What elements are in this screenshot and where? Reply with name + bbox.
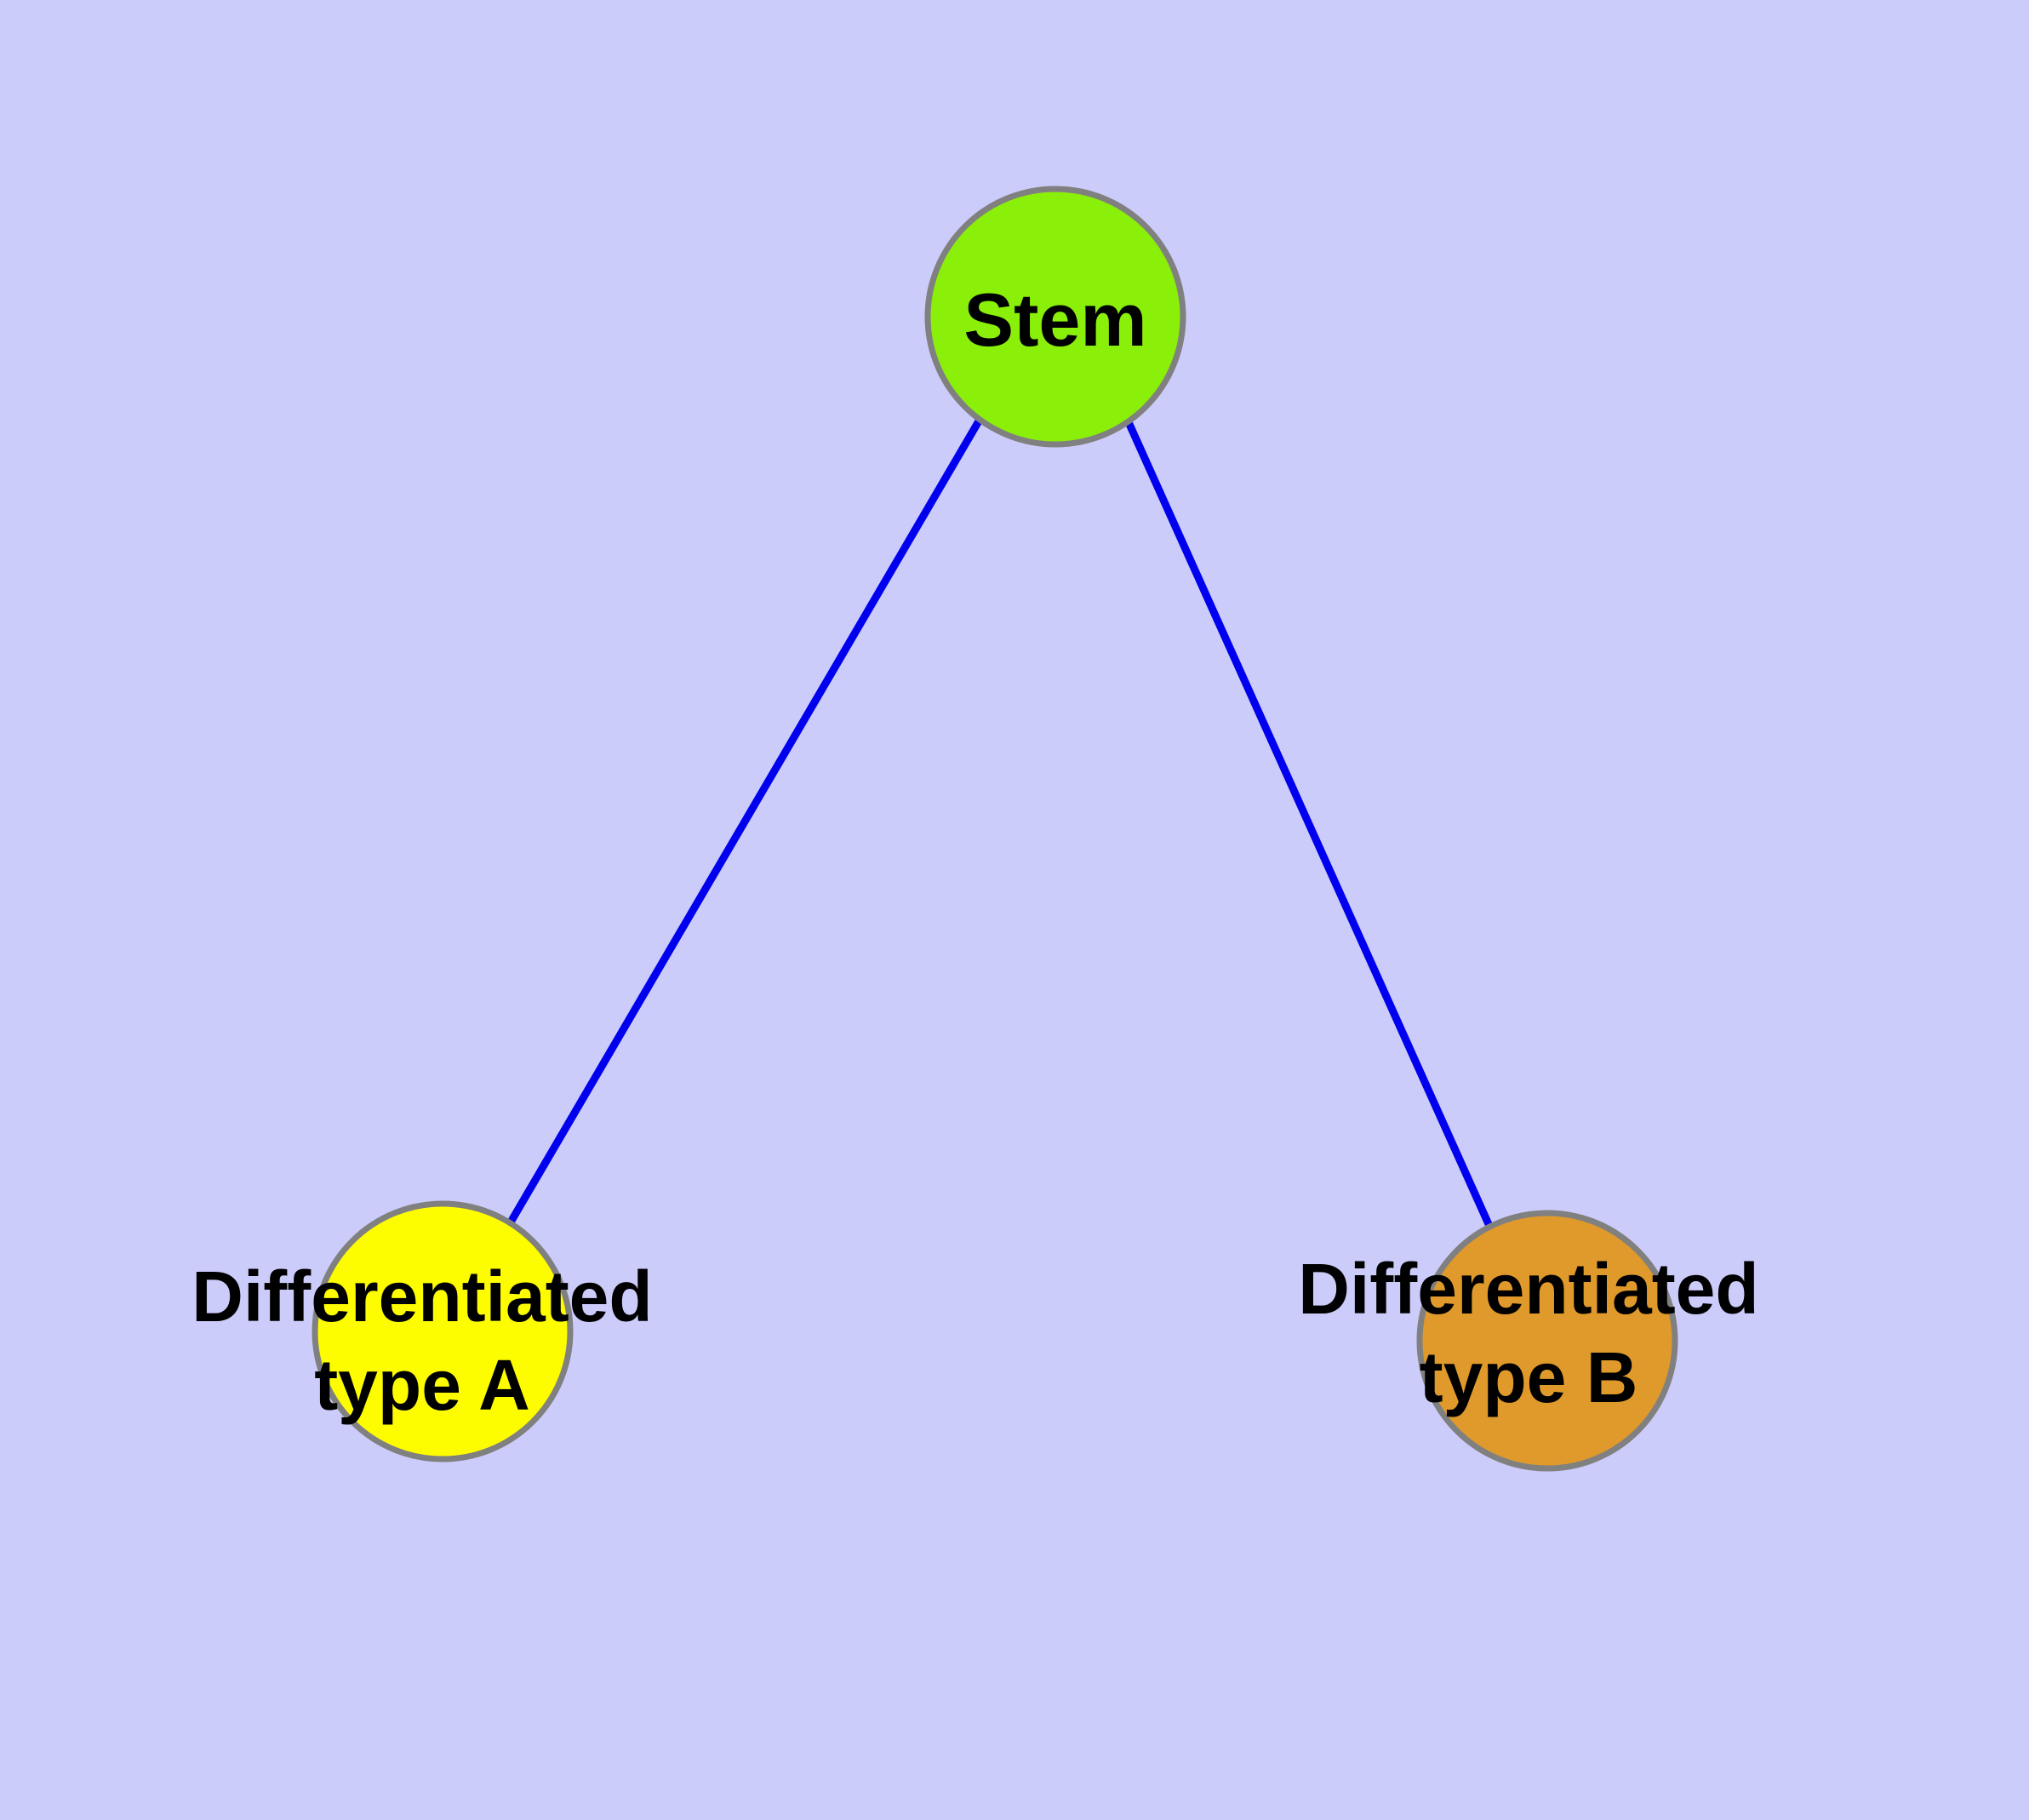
edge-layer <box>508 417 1493 1226</box>
edge-stem-to-differentiated-type-b[interactable] <box>1124 421 1493 1226</box>
node-differentiated-type-b-circle[interactable] <box>1416 1210 1678 1472</box>
node-layer <box>311 186 1678 1472</box>
node-differentiated-type-a-circle[interactable] <box>311 1200 574 1462</box>
edge-stem-to-differentiated-type-a[interactable] <box>508 417 983 1223</box>
node-stem-circle[interactable] <box>924 186 1186 448</box>
node-stem-label: Stem <box>963 278 1146 362</box>
